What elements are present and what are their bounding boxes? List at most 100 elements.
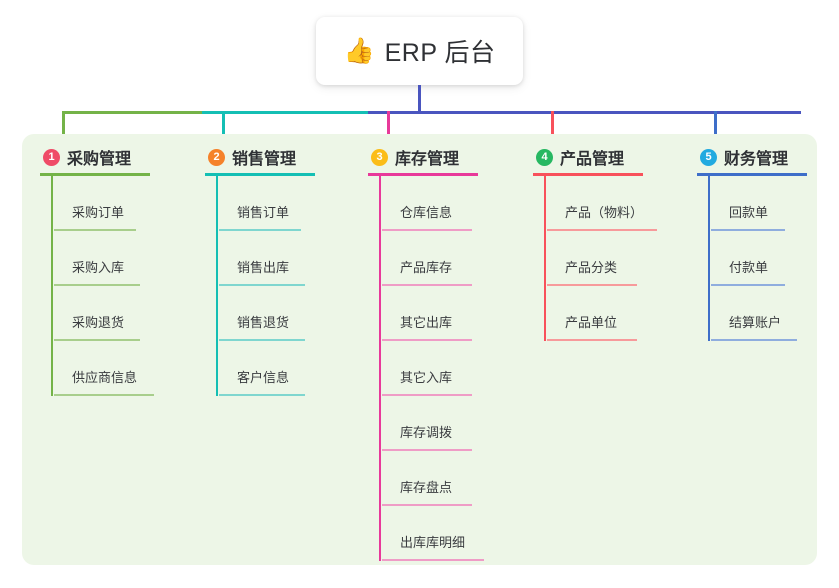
branch-item-rule [382, 504, 472, 506]
branch-title: 采购管理 [67, 151, 132, 168]
branch-header-1[interactable]: 1 采购管理 [40, 145, 190, 169]
branch-item-rule [711, 229, 785, 231]
branch-item[interactable]: 库存盘点 [382, 451, 518, 506]
branch-header-2[interactable]: 2 销售管理 [205, 145, 355, 169]
branch-item-rule [382, 449, 472, 451]
branch-drop-connector-3 [387, 111, 390, 147]
branch-item[interactable]: 产品库存 [382, 231, 518, 286]
branch-item-rule [54, 229, 136, 231]
branch-item-rule [382, 229, 472, 231]
branch-item-rule [711, 284, 785, 286]
branch-title: 库存管理 [395, 151, 460, 168]
branch-item-label: 产品单位 [565, 315, 618, 330]
branch-spine-line [51, 176, 53, 396]
thumbs-up-icon: 👍 [343, 36, 375, 65]
branch-item-label: 产品（物料） [565, 205, 644, 220]
branch-item-rule [382, 559, 484, 561]
branch-item[interactable]: 销售出库 [219, 231, 355, 286]
branch-item[interactable]: 出库库明细 [382, 506, 518, 561]
branch-item[interactable]: 产品（物料） [547, 176, 683, 231]
branch-item-label: 其它出库 [400, 315, 453, 330]
branch-item-label: 库存盘点 [400, 480, 453, 495]
branch-item-label: 采购订单 [72, 205, 125, 220]
branch-title: 产品管理 [560, 151, 625, 168]
branch-number-badge: 4 [536, 148, 553, 166]
branch-item-rule [382, 284, 472, 286]
branch-item[interactable]: 销售订单 [219, 176, 355, 231]
branches-panel [22, 134, 817, 565]
branch-header-rule [533, 173, 643, 176]
branch-item-label: 采购入库 [72, 260, 125, 275]
branch-drop-connector-4 [551, 111, 554, 147]
branch-item-rule [382, 339, 472, 341]
branch-item[interactable]: 产品分类 [547, 231, 683, 286]
branch-item-label: 销售出库 [237, 260, 290, 275]
branch-item[interactable]: 客户信息 [219, 341, 355, 396]
branch-number-badge: 2 [208, 148, 225, 166]
branch-item-label: 供应商信息 [72, 370, 138, 385]
branch-spine-line [216, 176, 218, 396]
branch-item[interactable]: 销售退货 [219, 286, 355, 341]
branch-item-label: 仓库信息 [400, 205, 453, 220]
branch-item-label: 销售订单 [237, 205, 290, 220]
branch-item[interactable]: 采购退货 [54, 286, 190, 341]
horizontal-connector-segment-1 [62, 111, 202, 114]
branch-item-label: 销售退货 [237, 315, 290, 330]
branch-item[interactable]: 回款单 [711, 176, 827, 231]
branch-item[interactable]: 其它入库 [382, 341, 518, 396]
root-node-card[interactable]: 👍 ERP 后台 [316, 17, 523, 85]
branch-item-label: 其它入库 [400, 370, 453, 385]
branch-item-rule [219, 229, 301, 231]
branch-item[interactable]: 采购入库 [54, 231, 190, 286]
branch-item-rule [219, 339, 305, 341]
branch-header-3[interactable]: 3 库存管理 [368, 145, 518, 169]
branch-item-rule [547, 284, 637, 286]
branch-item[interactable]: 结算账户 [711, 286, 827, 341]
branch-item-label: 客户信息 [237, 370, 290, 385]
branch-item[interactable]: 产品单位 [547, 286, 683, 341]
branch-title: 销售管理 [232, 151, 297, 168]
root-node-title: ERP 后台 [384, 39, 496, 67]
root-stem-connector [418, 85, 421, 113]
branch-spine-line [708, 176, 710, 341]
branch-item-label: 付款单 [729, 260, 769, 275]
branch-item-rule [54, 339, 140, 341]
branch-header-4[interactable]: 4 产品管理 [533, 145, 683, 169]
branch-spine-line [544, 176, 546, 341]
branch-drop-connector-5 [714, 111, 717, 147]
branch-header-rule [40, 173, 150, 176]
branch-number-badge: 5 [700, 148, 717, 166]
branch-item-label: 库存调拨 [400, 425, 453, 440]
branch-items-list: 采购订单采购入库采购退货供应商信息 [40, 176, 190, 396]
branch-item-label: 出库库明细 [400, 535, 466, 550]
branch-items-list: 回款单付款单结算账户 [697, 176, 827, 341]
branch-item[interactable]: 付款单 [711, 231, 827, 286]
branch-item[interactable]: 仓库信息 [382, 176, 518, 231]
branch-column-4: 4 产品管理产品（物料） 产品分类产品单位 [533, 145, 683, 341]
branch-item-rule [219, 284, 305, 286]
branch-item-label: 回款单 [729, 205, 769, 220]
branch-item[interactable]: 库存调拨 [382, 396, 518, 451]
branch-item-rule [54, 394, 154, 396]
branch-item[interactable]: 其它出库 [382, 286, 518, 341]
branch-column-1: 1 采购管理采购订单采购入库采购退货供应商信息 [40, 145, 190, 396]
branch-item[interactable]: 供应商信息 [54, 341, 190, 396]
branch-header-rule [368, 173, 478, 176]
branch-number-badge: 1 [43, 148, 60, 166]
horizontal-connector-segment-4 [534, 111, 801, 114]
horizontal-connector-segment-3 [368, 111, 534, 114]
branch-header-rule [205, 173, 315, 176]
branch-item-rule [711, 339, 797, 341]
branch-number-badge: 3 [371, 148, 388, 166]
branch-item-label: 产品分类 [565, 260, 618, 275]
branch-header-rule [697, 173, 807, 176]
branch-item-rule [547, 339, 637, 341]
horizontal-connector-segment-2 [202, 111, 368, 114]
branch-column-2: 2 销售管理销售订单销售出库销售退货客户信息 [205, 145, 355, 396]
branch-column-3: 3 库存管理仓库信息产品库存其它出库其它入库库存调拨库存盘点出库库明细 [368, 145, 518, 561]
branch-item[interactable]: 采购订单 [54, 176, 190, 231]
branch-item-rule [547, 229, 657, 231]
